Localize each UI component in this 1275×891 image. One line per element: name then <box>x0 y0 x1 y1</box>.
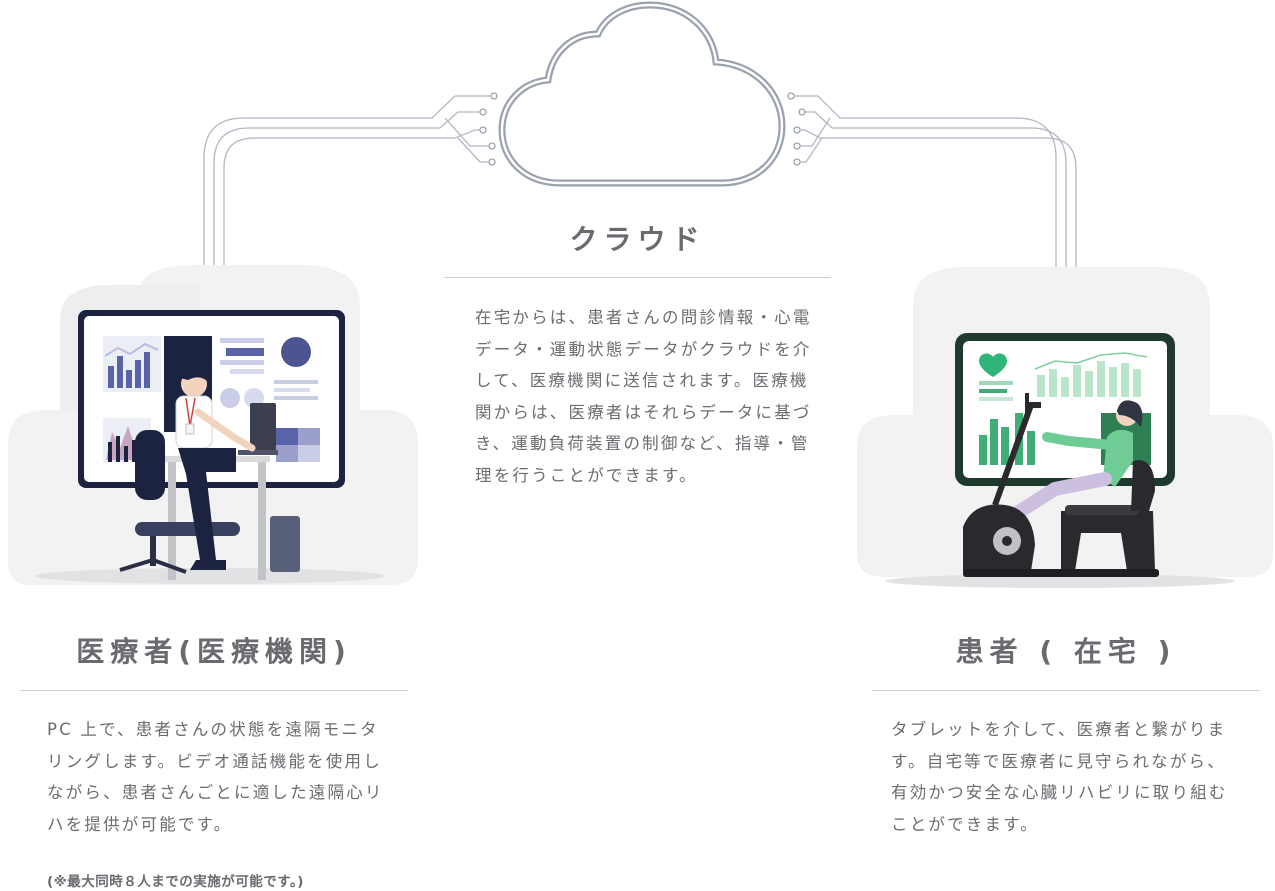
doctor-workstation-illustration <box>8 265 418 585</box>
patient-divider <box>872 690 1260 691</box>
provider-title: 医療者(医療機関) <box>76 635 352 668</box>
patient-title: 患者 ( 在宅 ) <box>955 635 1177 668</box>
cloud-description: 在宅からは、患者さんの問診情報・心電データ・運動状態データがクラウドを介して、医… <box>475 308 812 485</box>
cloud-icon <box>498 1 786 187</box>
patient-description: タブレットを介して、医療者と繋がります。自宅等で医療者に見守られながら、有効かつ… <box>891 720 1228 834</box>
provider-note: (※最大同時８人までの実施が可能です。) <box>47 874 304 890</box>
cloud-divider <box>444 277 831 278</box>
patient-rehab-bike-illustration <box>857 267 1273 588</box>
heart-icon <box>979 353 1007 377</box>
cloud-title: クラウド <box>569 223 706 256</box>
provider-divider <box>20 690 408 691</box>
provider-description: PC 上で、患者さんの状態を遠隔モニタリングします。ビデオ通話機能を使用しながら… <box>47 720 384 834</box>
